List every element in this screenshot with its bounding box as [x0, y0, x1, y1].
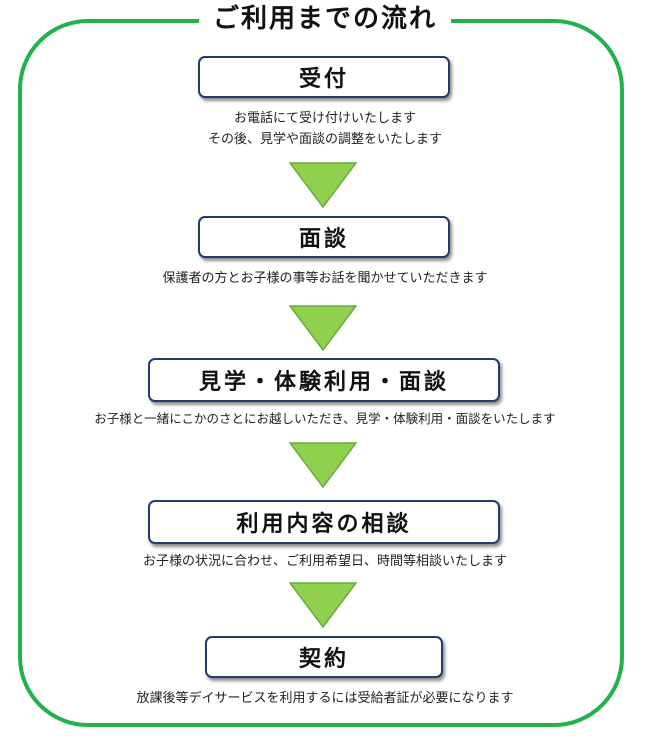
step-description-line: お電話にて受け付けいたします [233, 111, 416, 126]
step-box-contract: 契約 [205, 636, 443, 678]
step-label-interview: 面談 [298, 227, 349, 252]
step-description-contract: 放課後等デイサービスを利用するには受給者証が必要になります [0, 688, 650, 709]
step-label-contract: 契約 [298, 647, 349, 672]
down-arrow-icon [289, 442, 357, 488]
step-label-visit-trial: 見学・体験利用・面談 [198, 370, 449, 395]
step-description-usage-consultation: お子様の状況に合わせ、ご利用希望日、時間等相談いたします [0, 551, 650, 572]
step-box-interview: 面談 [198, 216, 450, 258]
step-box-usage-consultation: 利用内容の相談 [148, 500, 500, 544]
step-description-line: お子様と一緒にこかのさとにお越しいただき、見学・体験利用・面談をいたします [94, 411, 556, 426]
step-description-reception: お電話にて受け付けいたします その後、見学や面談の調整をいたします [0, 108, 650, 150]
step-description-interview: 保護者の方とお子様の事等お話を聞かせていただきます [0, 268, 650, 289]
step-box-reception: 受付 [198, 56, 450, 98]
step-description-line: その後、見学や面談の調整をいたします [207, 132, 442, 147]
down-arrow-icon [289, 582, 357, 628]
step-description-line: 放課後等デイサービスを利用するには受給者証が必要になります [136, 691, 514, 706]
step-label-usage-consultation: 利用内容の相談 [236, 512, 412, 537]
down-arrow-icon [289, 162, 357, 208]
down-arrow-icon [289, 305, 357, 351]
page-title: ご利用までの流れ [198, 2, 452, 36]
step-description-visit-trial: お子様と一緒にこかのさとにお越しいただき、見学・体験利用・面談をいたします [0, 408, 650, 429]
step-label-reception: 受付 [298, 67, 349, 92]
step-description-line: 保護者の方とお子様の事等お話を聞かせていただきます [162, 271, 488, 286]
step-box-visit-trial: 見学・体験利用・面談 [148, 358, 500, 402]
step-description-line: お子様の状況に合わせ、ご利用希望日、時間等相談いたします [142, 554, 507, 569]
